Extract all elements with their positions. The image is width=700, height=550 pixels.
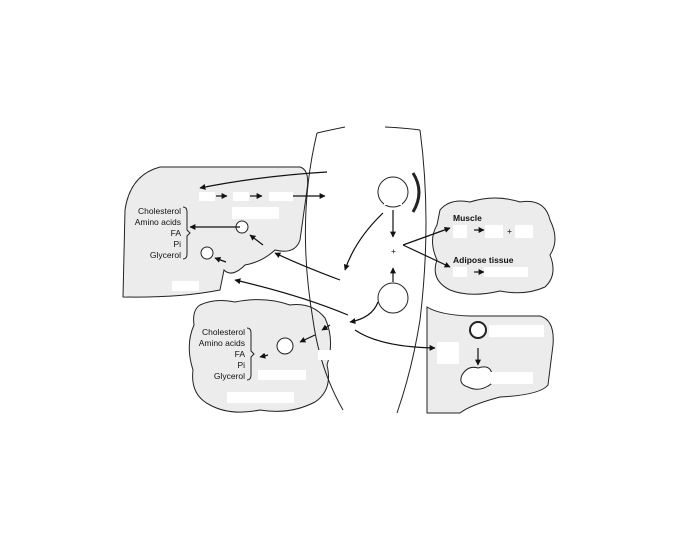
apoprotein-arc	[411, 172, 421, 213]
product-label: Amino acids	[135, 217, 181, 227]
liver-vesicle	[200, 246, 214, 260]
liver-product-list: Cholesterol Amino acids FA Pi Glycerol	[135, 206, 182, 260]
liver-tissue	[122, 166, 309, 298]
muscle-adipose-cloud	[432, 197, 556, 295]
adipose-tissue-label: Adipose tissue	[453, 255, 514, 265]
product-label: Pi	[173, 239, 181, 249]
plus-sign: +	[391, 246, 396, 256]
product-label: Cholesterol	[138, 206, 181, 216]
muscle-label: Muscle	[453, 213, 482, 223]
blank-label-boxes	[172, 187, 544, 403]
receptor-icon	[469, 321, 487, 339]
product-label: Glycerol	[214, 371, 245, 381]
product-label: FA	[235, 349, 246, 359]
product-label: Amino acids	[199, 338, 245, 348]
product-label: FA	[171, 228, 182, 238]
flow-arrows	[189, 171, 485, 366]
bracket	[182, 206, 191, 260]
blood-vessel	[304, 126, 427, 414]
plus-sign: +	[507, 226, 512, 236]
lipid-droplet-icon	[460, 366, 494, 390]
product-label: Pi	[237, 360, 245, 370]
bottom-product-list: Cholesterol Amino acids FA Pi Glycerol	[199, 327, 246, 381]
bottom-vesicle	[276, 337, 294, 355]
product-label: Glycerol	[150, 250, 181, 260]
bracket	[246, 327, 255, 381]
product-label: Cholesterol	[202, 327, 245, 337]
